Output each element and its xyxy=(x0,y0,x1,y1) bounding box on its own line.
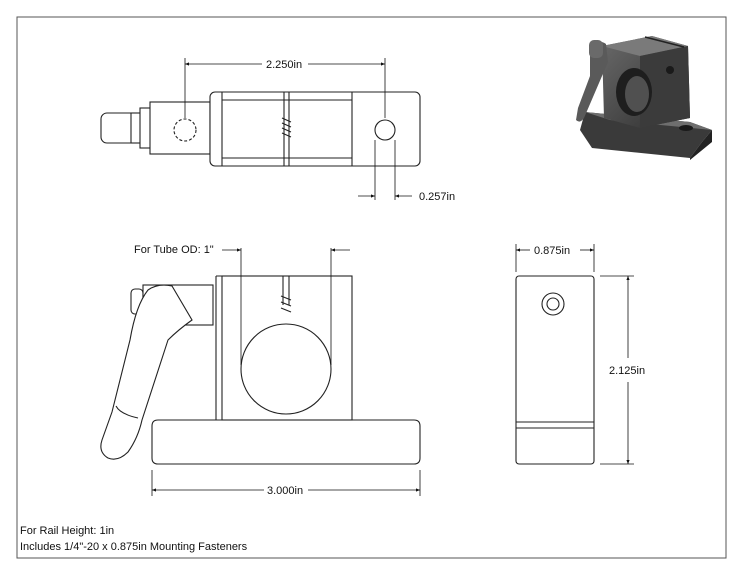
dim-hole-diameter: 0.257in xyxy=(419,191,455,203)
front-view xyxy=(100,275,421,465)
top-view xyxy=(100,91,421,167)
side-view-screw-inner xyxy=(546,297,560,311)
side-dimensions xyxy=(515,244,634,465)
isometric-render xyxy=(576,36,712,160)
front-dimensions xyxy=(151,248,421,496)
dim-height: 2.125in xyxy=(609,365,645,377)
top-dimensions xyxy=(184,58,412,200)
side-view xyxy=(515,275,595,465)
drawing-notes: For Rail Height: 1in Includes 1/4"-20 x … xyxy=(20,523,247,555)
dim-top-length: 2.250in xyxy=(266,59,302,71)
note-fasteners: Includes 1/4"-20 x 0.875in Mounting Fast… xyxy=(20,541,248,553)
top-view-hidden-hole xyxy=(173,118,197,142)
top-view-screw xyxy=(281,117,292,138)
dim-base-length: 3.000in xyxy=(267,485,303,497)
note-rail-height: For Rail Height: 1in xyxy=(20,525,115,537)
front-view-lever xyxy=(100,284,193,460)
side-view-body xyxy=(515,275,595,465)
dim-tube-od: For Tube OD: 1" xyxy=(134,244,214,256)
dim-side-width: 0.875in xyxy=(534,245,570,257)
front-view-base xyxy=(151,419,421,465)
top-view-mounting-hole xyxy=(374,119,396,141)
front-view-bore xyxy=(240,323,332,415)
sheet-border xyxy=(16,16,727,559)
top-view-body xyxy=(209,91,421,167)
